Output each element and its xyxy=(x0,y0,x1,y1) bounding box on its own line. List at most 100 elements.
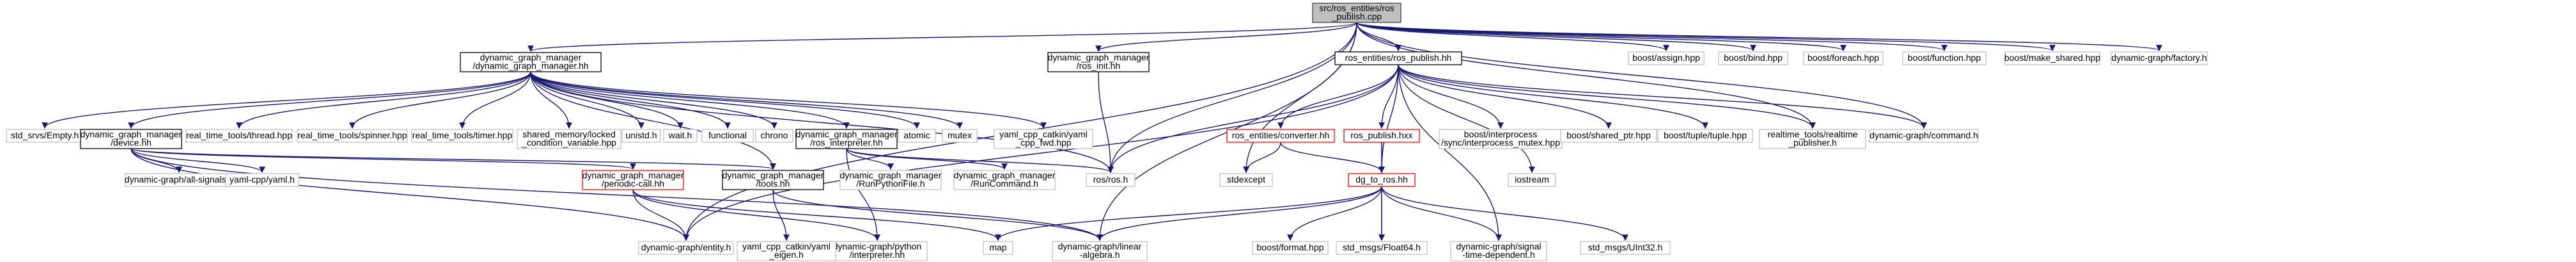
node-boost-bind[interactable]: boost/bind.hpp xyxy=(1718,51,1788,65)
node-label: boost/format.hpp xyxy=(1256,242,1323,252)
node-chrono[interactable]: chrono xyxy=(755,129,793,143)
node-dg-all-signals[interactable]: dynamic-graph/all-signals.h xyxy=(125,173,233,187)
node-run-python-file[interactable]: dynamic_graph_manager/RunPythonFile.h xyxy=(839,170,942,190)
node-shm-cond[interactable]: shared_memory/locked_condition_variable.… xyxy=(517,129,621,149)
node-box xyxy=(953,170,1056,190)
node-rt-timer[interactable]: real_time_tools/timer.hpp xyxy=(411,129,513,143)
node-mutex[interactable]: mutex xyxy=(942,129,978,143)
node-label-line: ros_entities/converter.hh xyxy=(1232,130,1330,140)
node-label: boost/foreach.hpp xyxy=(1807,53,1879,63)
node-box xyxy=(1803,51,1884,65)
node-yaml-eigen[interactable]: yaml_cpp_catkin/yaml_eigen.h xyxy=(737,241,836,261)
node-unistd[interactable]: unistd.h xyxy=(621,129,661,143)
node-label-line: dynamic_graph_manager xyxy=(722,170,824,181)
node-ros-ros[interactable]: ros/ros.h xyxy=(1086,173,1136,187)
node-linear-algebra[interactable]: dynamic-graph/linear-algebra.h xyxy=(1052,241,1148,261)
node-box xyxy=(701,129,754,143)
node-box xyxy=(1047,52,1150,72)
node-box xyxy=(1348,173,1416,187)
node-label: ros_publish.hxx xyxy=(1350,130,1412,140)
node-label-line: yaml_cpp_catkin/yaml xyxy=(742,242,831,252)
node-signal-time-dep[interactable]: dynamic-graph/signal-time-dependent.h xyxy=(1450,241,1547,261)
node-box xyxy=(1902,51,1987,65)
node-boost-assign[interactable]: boost/assign.hpp xyxy=(1628,51,1705,65)
node-label: functional xyxy=(708,130,747,140)
node-label-line: dynamic-graph/signal xyxy=(1456,242,1541,252)
node-label: dynamic_graph_manager/ros_init.hh xyxy=(1048,53,1150,71)
node-dg-command[interactable]: dynamic-graph/command.h xyxy=(1869,129,1979,143)
node-label: boost/assign.hpp xyxy=(1632,53,1700,63)
node-std-srvs-empty[interactable]: std_srvs/Empty.h xyxy=(6,129,84,143)
edge-periodic_call-to-dg_entity xyxy=(632,189,689,241)
node-tuple[interactable]: boost/tuple/tuple.hpp xyxy=(1657,129,1753,143)
node-box xyxy=(1450,241,1547,261)
node-yaml-cpp[interactable]: yaml-cpp/yaml.h xyxy=(225,173,299,187)
node-uint32[interactable]: std_msgs/UInt32.h xyxy=(1580,241,1671,255)
edge-dg_to_ros-to-linear_algebra xyxy=(1097,186,1382,241)
node-yaml-fwd[interactable]: yaml_cpp_catkin/yaml_cpp_fwd.hpp xyxy=(994,129,1093,149)
node-wait[interactable]: wait.h xyxy=(663,129,698,143)
node-label-line: ros/ros.h xyxy=(1093,174,1128,184)
edge-ros_publish_hh-to-interprocess_mutex xyxy=(1398,64,1504,129)
node-boost-format[interactable]: boost/format.hpp xyxy=(1252,241,1329,255)
node-label: dynamic-graph/entity.h xyxy=(641,242,731,252)
node-box xyxy=(942,129,978,143)
edge-root-to-boost_make_shared xyxy=(1356,22,2056,51)
node-box xyxy=(1580,241,1671,255)
edge-device-to-dg_entity xyxy=(130,148,689,241)
node-label-line: map xyxy=(989,242,1006,252)
node-dgm[interactable]: dynamic_graph_manager/dynamic_graph_mana… xyxy=(460,52,602,72)
node-label-line: -algebra.h xyxy=(1079,250,1120,260)
node-label: yaml-cpp/yaml.h xyxy=(230,174,295,184)
node-label: boost/tuple/tuple.hpp xyxy=(1664,130,1747,140)
node-atomic[interactable]: atomic xyxy=(898,129,936,143)
node-box xyxy=(80,129,182,149)
node-ros-publish-hxx[interactable]: ros_publish.hxx xyxy=(1343,129,1420,143)
node-boost-make-shared[interactable]: boost/make_shared.hpp xyxy=(2004,51,2100,65)
node-ros-interpreter[interactable]: dynamic_graph_manager/ros_interpreter.hh xyxy=(795,129,898,149)
node-iostream[interactable]: iostream xyxy=(1508,173,1556,187)
node-boost-function[interactable]: boost/function.hpp xyxy=(1902,51,1987,65)
node-run-command[interactable]: dynamic_graph_manager/RunCommand.h xyxy=(953,170,1056,190)
node-label-line: boost/foreach.hpp xyxy=(1807,53,1879,63)
node-label-line: dynamic_graph_manager xyxy=(796,129,898,140)
node-label: dynamic_graph_manager/ros_interpreter.hh xyxy=(796,129,898,148)
node-label: wait.h xyxy=(668,130,692,140)
node-map[interactable]: map xyxy=(983,241,1013,255)
node-label-line: /tools.hh xyxy=(756,179,790,189)
node-box xyxy=(1508,173,1556,187)
node-dg-factory[interactable]: dynamic-graph/factory.h xyxy=(2111,51,2208,65)
node-box xyxy=(795,129,898,149)
node-dg-entity[interactable]: dynamic-graph/entity.h xyxy=(638,241,734,255)
node-label-line: /ros_interpreter.hh xyxy=(810,138,883,148)
node-dg-to-ros[interactable]: dg_to_ros.hh xyxy=(1348,173,1416,187)
node-box xyxy=(517,129,621,149)
node-rt-thread[interactable]: real_time_tools/thread.hpp xyxy=(185,129,293,143)
node-box xyxy=(2004,51,2100,65)
node-shared-ptr[interactable]: boost/shared_ptr.hpp xyxy=(1560,129,1657,143)
edge-periodic_call-to-python_interpreter xyxy=(632,189,880,241)
edge-device-to-tools xyxy=(130,148,776,170)
node-functional[interactable]: functional xyxy=(701,129,754,143)
node-converter[interactable]: ros_entities/converter.hh xyxy=(1226,129,1335,143)
node-root[interactable]: src/ros_entities/ros_publish.cpp xyxy=(1312,3,1401,23)
edge-ros_init-to-ros_ros xyxy=(1098,71,1114,173)
node-periodic-call[interactable]: dynamic_graph_manager/periodic-call.hh xyxy=(582,170,684,190)
node-stdexcept[interactable]: stdexcept xyxy=(1219,173,1273,187)
node-tools[interactable]: dynamic_graph_manager/tools.hh xyxy=(722,170,824,190)
node-device[interactable]: dynamic_graph_manager/device.hh xyxy=(80,129,182,149)
node-rt-spinner[interactable]: real_time_tools/spinner.hpp xyxy=(297,129,408,143)
node-ros-init[interactable]: dynamic_graph_manager/ros_init.hh xyxy=(1047,52,1150,72)
node-rt-publisher[interactable]: realtime_tools/realtime_publisher.h xyxy=(1759,129,1866,149)
node-label: yaml_cpp_catkin/yaml_eigen.h xyxy=(742,242,831,260)
node-interprocess-mutex[interactable]: boost/interprocess/sync/interprocess_mut… xyxy=(1439,129,1563,149)
edge-dgm-to-yaml_fwd xyxy=(530,71,1047,129)
node-label-line: yaml_cpp_catkin/yaml xyxy=(999,129,1088,140)
edge-ros_publish_hh-to-tuple xyxy=(1398,64,1708,129)
node-python-interpreter[interactable]: dynamic-graph/python/interpreter.hh xyxy=(827,241,928,261)
node-ros-publish-hh[interactable]: ros_entities/ros_publish.hh xyxy=(1334,51,1462,65)
node-label-line: yaml-cpp/yaml.h xyxy=(230,174,295,184)
node-label-line: boost/assign.hpp xyxy=(1632,53,1700,63)
node-float64[interactable]: std_msgs/Float64.h xyxy=(1336,241,1428,255)
node-boost-foreach[interactable]: boost/foreach.hpp xyxy=(1803,51,1884,65)
